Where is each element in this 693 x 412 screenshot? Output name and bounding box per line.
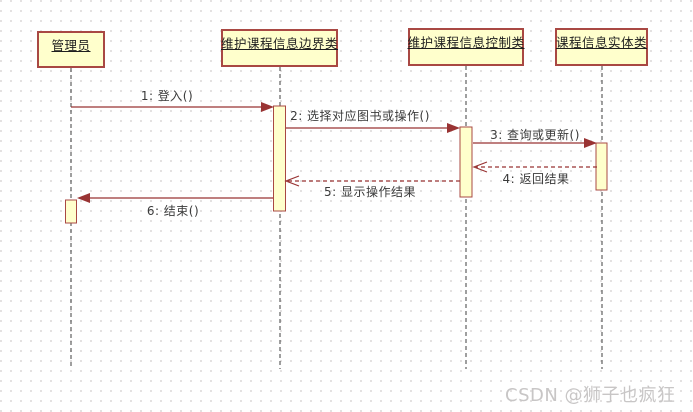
csdn-watermark: CSDN @狮子也疯狂 xyxy=(505,385,676,406)
activation-boundary xyxy=(273,105,286,212)
message-2-arrowhead xyxy=(447,123,460,133)
message-1-label: 1: 登入() xyxy=(140,89,194,103)
message-6-arrowhead xyxy=(77,193,90,203)
activation-actor xyxy=(65,199,77,224)
object-box-actor: 管理员 xyxy=(37,31,105,68)
object-box-boundary: 维护课程信息边界类 xyxy=(221,29,338,67)
object-box-entity: 课程信息实体类 xyxy=(555,28,648,66)
object-label-entity: 课程信息实体类 xyxy=(556,35,648,50)
message-4-label: 4: 返回结果 xyxy=(502,172,570,186)
message-6-label: 6: 结束() xyxy=(146,204,200,218)
object-label-actor: 管理员 xyxy=(51,38,91,53)
object-label-control: 维护课程信息控制类 xyxy=(407,35,525,50)
object-box-control: 维护课程信息控制类 xyxy=(408,28,524,66)
object-label-boundary: 维护课程信息边界类 xyxy=(221,36,339,51)
activation-bars xyxy=(65,105,608,224)
filled-arrowheads xyxy=(77,102,597,203)
message-3-arrowhead xyxy=(584,138,597,148)
activation-control xyxy=(459,126,473,198)
message-5-arrowhead xyxy=(284,175,300,187)
message-arrows xyxy=(71,106,597,199)
message-3-label: 3: 查询或更新() xyxy=(490,128,580,142)
message-1-arrowhead xyxy=(261,102,274,112)
message-2-label: 2: 选择对应图书或操作() xyxy=(290,109,430,123)
message-5-label: 5: 显示操作结果 xyxy=(324,185,416,199)
message-4-arrowhead xyxy=(472,161,488,173)
